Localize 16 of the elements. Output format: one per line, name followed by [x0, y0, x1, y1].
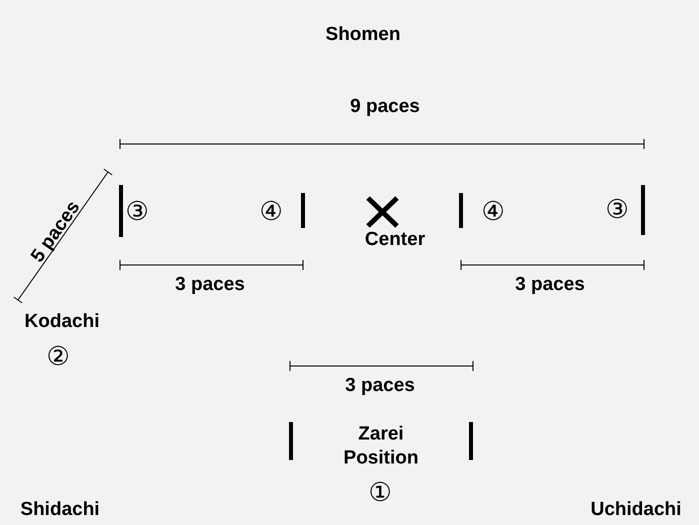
position-number: ①: [368, 480, 392, 506]
text-label: Kodachi: [24, 310, 100, 334]
text-label: 3 paces: [345, 374, 415, 398]
text-label: Zarei Position: [342, 422, 420, 470]
text-label: 3 paces: [175, 273, 245, 297]
text-label: Shidachi: [20, 498, 100, 522]
text-label: Center: [364, 228, 426, 252]
text-label: Uchidachi: [590, 498, 682, 522]
position-number: ③: [126, 199, 148, 225]
position-number: ③: [606, 197, 628, 223]
text-label: 9 paces: [350, 95, 420, 119]
position-number: ④: [260, 199, 282, 225]
text-label: Shomen: [326, 23, 400, 47]
position-number: ②: [46, 344, 70, 370]
text-label: 3 paces: [515, 273, 585, 297]
position-number: ④: [482, 199, 504, 225]
